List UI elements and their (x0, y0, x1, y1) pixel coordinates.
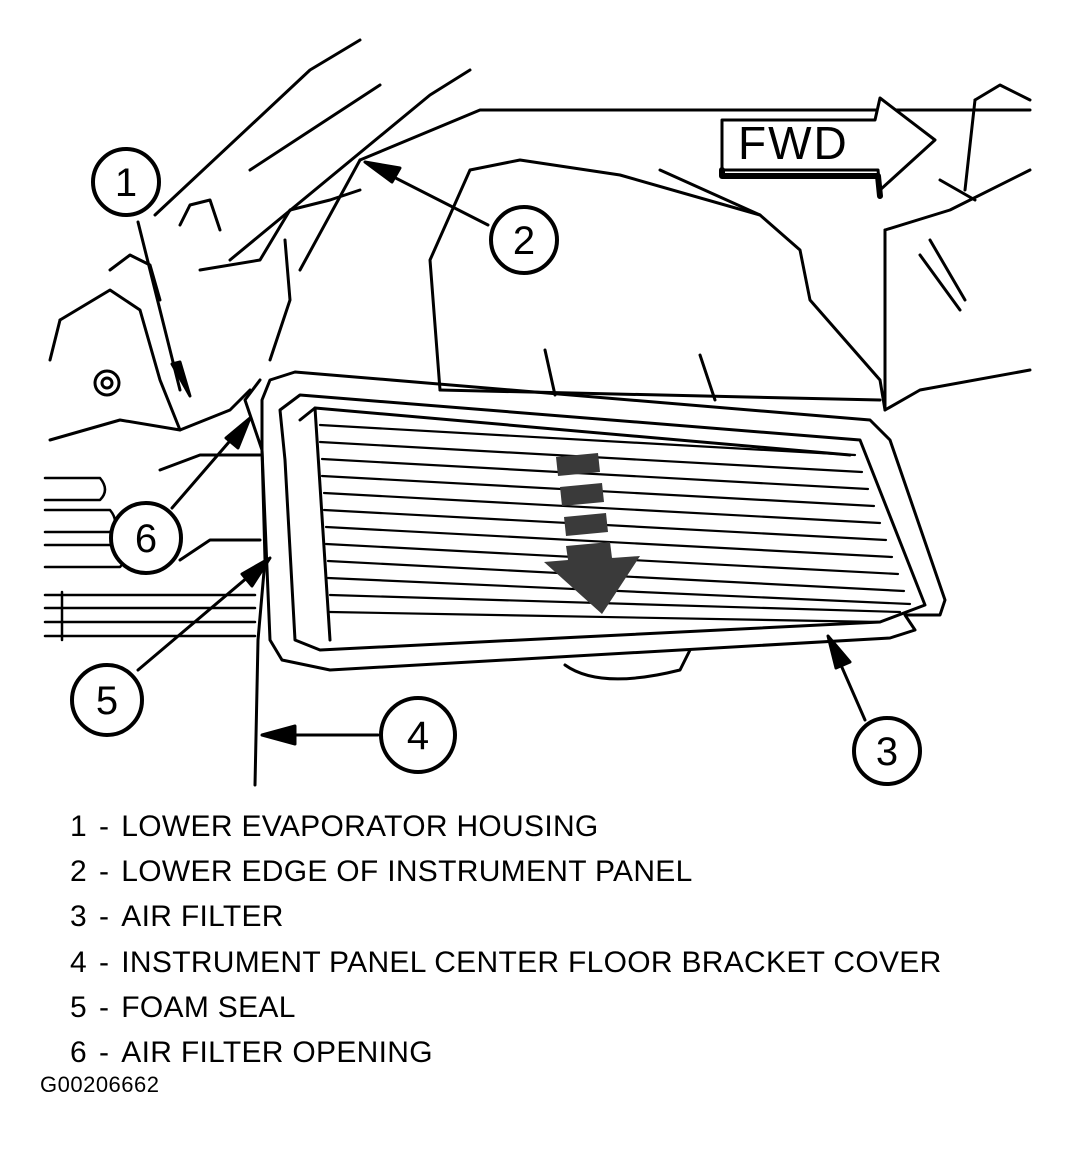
callout-1: 1 (91, 147, 161, 217)
svg-text:2: 2 (513, 219, 535, 263)
install-direction-arrow (544, 453, 640, 614)
svg-text:4: 4 (407, 714, 429, 758)
figure-id: G00206662 (40, 1072, 160, 1097)
callout-3: 3 (852, 716, 922, 786)
callout-5: 5 (70, 663, 144, 737)
callout-4: 4 (379, 696, 457, 774)
svg-text:1: 1 (115, 161, 137, 205)
left-bracket (48, 198, 262, 562)
legend-item: 5-FOAM SEAL (70, 990, 296, 1024)
legend: 1-LOWER EVAPORATOR HOUSING 2-LOWER EDGE … (70, 804, 942, 1075)
fwd-label: FWD (738, 117, 849, 169)
svg-text:6: 6 (135, 517, 157, 561)
leader-lines (136, 160, 867, 746)
svg-text:5: 5 (96, 679, 118, 723)
callout-6: 6 (109, 501, 183, 575)
legend-item: 2-LOWER EDGE OF INSTRUMENT PANEL (70, 855, 693, 889)
legend-item: 4-INSTRUMENT PANEL CENTER FLOOR BRACKET … (70, 945, 942, 979)
callout-2: 2 (489, 205, 559, 275)
svg-text:3: 3 (876, 730, 898, 774)
instrument-panel-edge (153, 38, 1032, 272)
evaporator-housing (198, 83, 1032, 412)
legend-item: 3-AIR FILTER (70, 900, 284, 934)
legend-item: 6-AIR FILTER OPENING (70, 1036, 433, 1070)
air-filter-diagram: FWD 1 2 3 4 5 6 (43, 38, 1032, 787)
legend-item: 1-LOWER EVAPORATOR HOUSING (70, 810, 599, 843)
forward-arrow: FWD (719, 96, 937, 199)
